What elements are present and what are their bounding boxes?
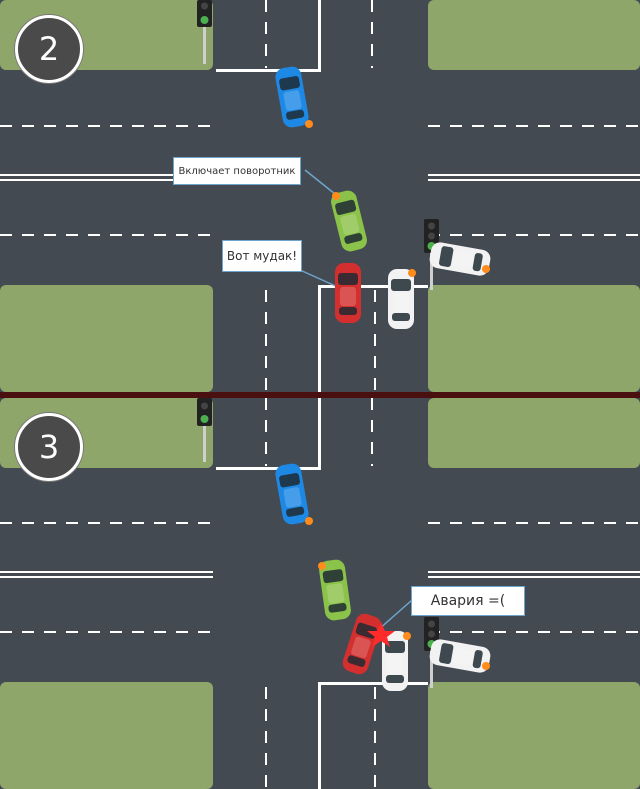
grass-bottom-left (0, 285, 213, 392)
grass-top-right (428, 0, 640, 70)
grass-bottom-right (428, 682, 640, 789)
stop-line-south (318, 285, 428, 288)
white-car-south (388, 269, 414, 329)
double-line-west-a (0, 174, 213, 176)
scene-panel-3: 3 Авария =( (0, 398, 640, 789)
double-line-west-b (0, 179, 213, 181)
double-line-east-a (428, 174, 640, 176)
center-line-north (318, 398, 321, 470)
center-line-north (318, 0, 321, 72)
blue-car (273, 462, 311, 526)
callout-crash: Авария =( (411, 586, 525, 616)
turn-signal-white-east (482, 662, 490, 670)
white-car-east (428, 637, 492, 675)
traffic-light-north (197, 0, 212, 64)
crash-star-icon (367, 622, 395, 647)
double-line-west-a (0, 571, 213, 573)
double-line-east-b (428, 179, 640, 181)
grass-bottom-left (0, 682, 213, 789)
grass-top-right (428, 398, 640, 468)
double-line-east-a (428, 571, 640, 573)
scene-panel-2: 2 Включает поворотник Вот мудак! (0, 0, 640, 392)
turn-signal-white-east (482, 265, 490, 273)
callout-pointer-angry (299, 269, 341, 289)
panel-divider (0, 392, 640, 398)
stop-line-north (216, 69, 321, 72)
double-line-west-b (0, 576, 213, 578)
callout-turn-signal: Включает поворотник (173, 157, 301, 185)
stop-line-north (216, 467, 321, 470)
center-line-south (318, 285, 321, 392)
turn-signal-green (318, 562, 326, 570)
callout-angry: Вот мудак! (222, 240, 302, 272)
turn-signal-blue (305, 120, 313, 128)
grass-bottom-right (428, 285, 640, 392)
turn-signal-white-south (403, 632, 411, 640)
red-car (340, 611, 384, 677)
stop-line-south (318, 682, 428, 685)
red-car (335, 263, 361, 323)
white-car-east (428, 240, 492, 278)
turn-signal-white-south (408, 269, 416, 277)
turn-signal-green (332, 192, 340, 200)
traffic-light-north (197, 398, 212, 462)
center-line-south (318, 682, 321, 789)
step-badge-3: 3 (15, 413, 83, 481)
intersection-scene-2 (0, 0, 640, 392)
step-badge-2: 2 (15, 15, 83, 83)
intersection-scene-3 (0, 398, 640, 789)
blue-car (273, 65, 311, 129)
callout-pointer-crash (377, 599, 413, 631)
double-line-east-b (428, 576, 640, 578)
turn-signal-blue (305, 517, 313, 525)
